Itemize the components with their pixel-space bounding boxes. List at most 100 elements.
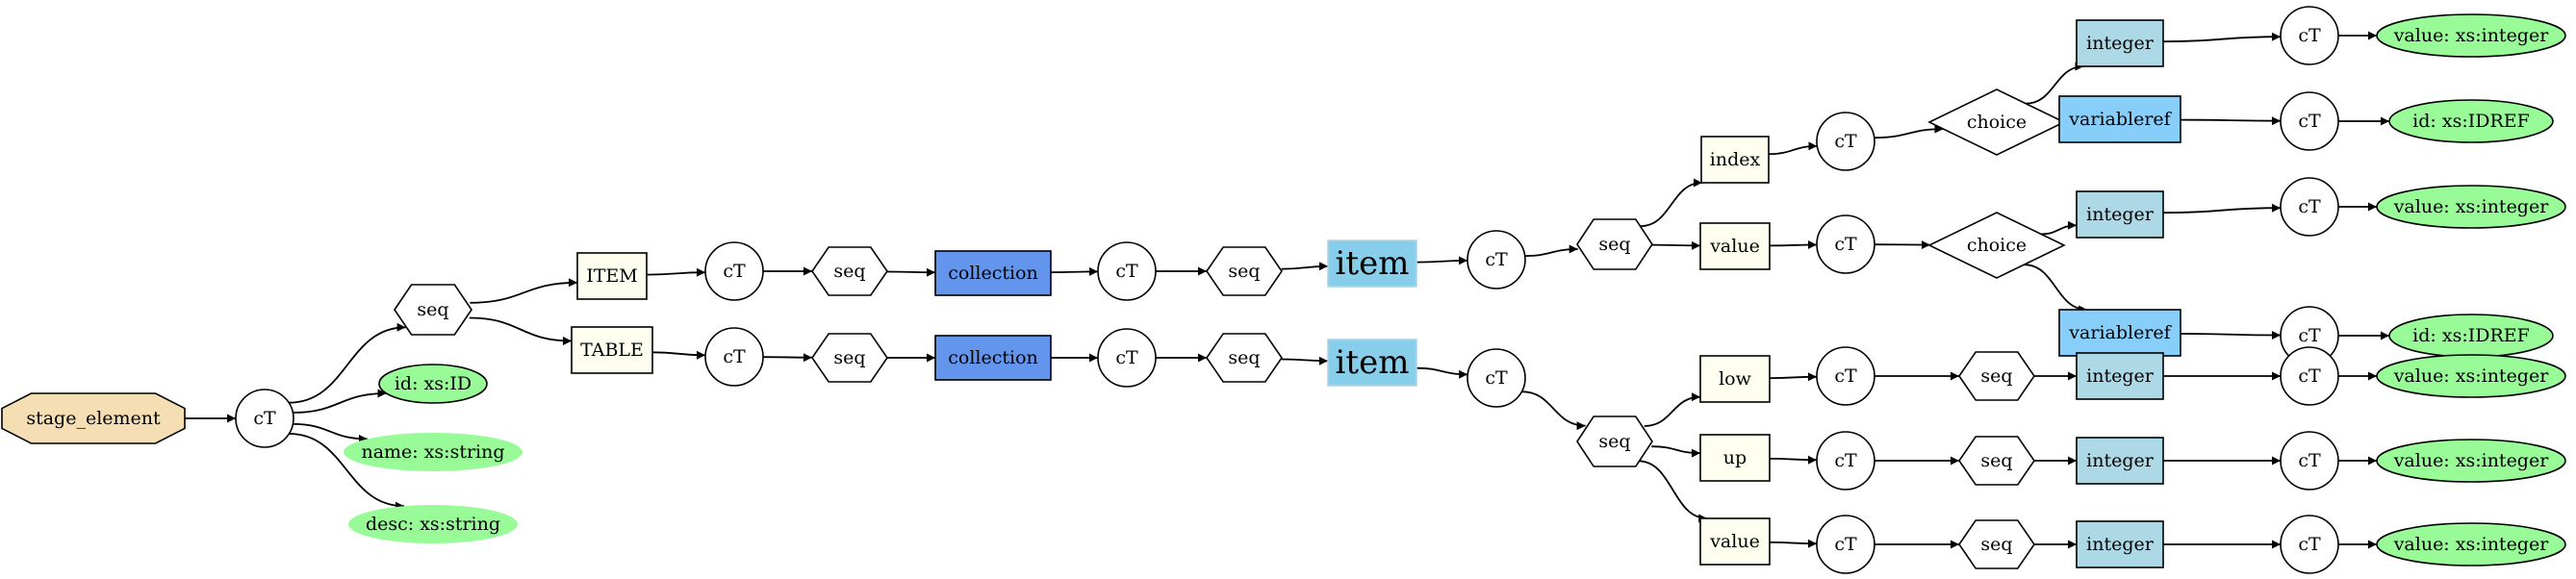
index-label: index [1710, 149, 1761, 170]
node-int_up: integer [2076, 437, 2164, 485]
int_value_a-label: integer [2086, 204, 2155, 225]
item_b-shape [1327, 339, 1417, 387]
value_a-shape [1699, 222, 1771, 270]
node-seq_value_b: seq [1958, 519, 2035, 569]
edge-choice_value-to-int_value_a [2041, 220, 2078, 236]
edge-seq_item_b-to-value_b [1638, 460, 1708, 523]
edge-seq_item_b-to-low [1644, 392, 1701, 427]
attr_id-label: id: xs:ID [395, 373, 472, 394]
ct_int_low-shape [2280, 346, 2339, 406]
seq_low-shape [1958, 351, 2035, 401]
vref_value-shape [2058, 309, 2181, 357]
TABLE-label: TABLE [580, 340, 644, 361]
seq_coll_table-label: seq [1228, 347, 1260, 368]
value_b-shape [1699, 517, 1771, 566]
vref_index-shape [2058, 95, 2181, 143]
vref_index-label: variableref [2068, 109, 2172, 130]
edge-ct_root-to-attr_name [293, 423, 368, 443]
node-ct_int_low: cT [2280, 346, 2339, 406]
edge-index-to-ct_index [1768, 141, 1818, 156]
edge-ct_index-to-choice_index [1874, 124, 1944, 139]
node-choice_index: choice [1927, 88, 2066, 156]
ct_int_index-label: cT [2298, 25, 2321, 46]
node-ct_index: cT [1816, 112, 1875, 171]
choice_value-label: choice [1967, 235, 2027, 256]
edge-seq_item_b-to-up [1651, 445, 1701, 458]
edge-seq_root-to-TABLE [469, 316, 573, 345]
seq_item_a-label: seq [1598, 234, 1630, 255]
node-choice_value: choice [1927, 212, 2066, 279]
node-int_value_b: integer [2076, 520, 2164, 568]
value_b-label: value [1709, 531, 1760, 552]
seq_table-label: seq [833, 347, 865, 368]
seq_value_b-label: seq [1980, 534, 2012, 555]
edge-ct_item_a-to-seq_item_a [1524, 244, 1578, 257]
ct_root-shape [235, 389, 294, 448]
ct_vref_value-label: cT [2298, 325, 2321, 346]
id_vref_index-label: id: xs:IDREF [2412, 111, 2530, 132]
edge-item_b-to-ct_item_b [1416, 366, 1468, 379]
ct_int_up-shape [2280, 431, 2339, 491]
choice_value-shape [1927, 212, 2066, 279]
node-ct_item_a: cT [1467, 230, 1526, 290]
ct_value_b-label: cT [1834, 534, 1857, 555]
edge-seq_coll_item-to-item_a [1281, 262, 1329, 271]
attr_desc-label: desc: xs:string [366, 514, 500, 535]
node-int_index: integer [2076, 19, 2164, 67]
seq_coll_item-shape [1206, 246, 1283, 296]
edge-vref_value-to-ct_vref_value [2180, 330, 2282, 340]
up-label: up [1723, 447, 1747, 468]
node-coll_item: collection [934, 250, 1052, 296]
ct_item_a-shape [1467, 230, 1526, 290]
edges-layer [185, 31, 2389, 549]
node-ct_coll_table: cT [1097, 328, 1157, 388]
ct_int_value_a-label: cT [2298, 196, 2321, 217]
node-ct_int_value_b: cT [2280, 515, 2339, 574]
node-attr_desc: desc: xs:string [348, 505, 518, 543]
int_up-shape [2076, 437, 2164, 485]
ct_int_value_a-shape [2280, 177, 2339, 237]
int_value_b-label: integer [2086, 534, 2155, 555]
node-seq_item: seq [811, 246, 888, 296]
id_vref_value-label: id: xs:IDREF [2412, 325, 2530, 346]
seq_up-shape [1958, 436, 2035, 486]
low-label: low [1719, 368, 1752, 390]
edge-low-to-ct_low [1769, 372, 1818, 382]
attr_name-label: name: xs:string [361, 441, 504, 463]
node-seq_root: seq [394, 284, 472, 336]
node-vref_index: variableref [2058, 95, 2181, 143]
attr_name-shape [344, 433, 523, 471]
ITEM-label: ITEM [586, 265, 638, 287]
index-shape [1700, 136, 1770, 184]
low-shape [1699, 355, 1771, 403]
seq_table-shape [811, 333, 888, 383]
coll_item-label: collection [948, 263, 1038, 284]
ITEM-shape [576, 252, 648, 300]
node-value_a: value [1699, 222, 1771, 270]
val_int_low-label: value: xs:integer [2393, 365, 2550, 387]
ct_low-label: cT [1834, 365, 1857, 387]
seq_value_b-shape [1958, 519, 2035, 569]
node-ct_value_b: cT [1816, 515, 1875, 574]
val_int_up-shape [2376, 439, 2566, 483]
ct_index-label: cT [1834, 131, 1857, 152]
seq_item_a-shape [1576, 218, 1653, 270]
edge-seq_item-to-coll_item [886, 267, 936, 277]
ct_low-shape [1816, 346, 1875, 406]
ct_int_low-label: cT [2298, 365, 2321, 387]
seq_root-shape [394, 284, 472, 336]
node-val_int_value_a: value: xs:integer [2376, 185, 2566, 229]
vref_value-label: variableref [2068, 322, 2172, 343]
seq_item-shape [811, 246, 888, 296]
seq_up-label: seq [1980, 450, 2012, 471]
node-ct_int_value_a: cT [2280, 177, 2339, 237]
node-attr_id: id: xs:ID [378, 364, 488, 404]
val_int_value_b-label: value: xs:integer [2393, 534, 2550, 555]
node-ct_table: cT [704, 327, 764, 387]
edge-seq_root-to-ITEM [470, 278, 578, 304]
ct_item-label: cT [723, 261, 746, 282]
node-val_int_value_b: value: xs:integer [2376, 522, 2566, 566]
edge-up-to-ct_up [1769, 455, 1818, 465]
